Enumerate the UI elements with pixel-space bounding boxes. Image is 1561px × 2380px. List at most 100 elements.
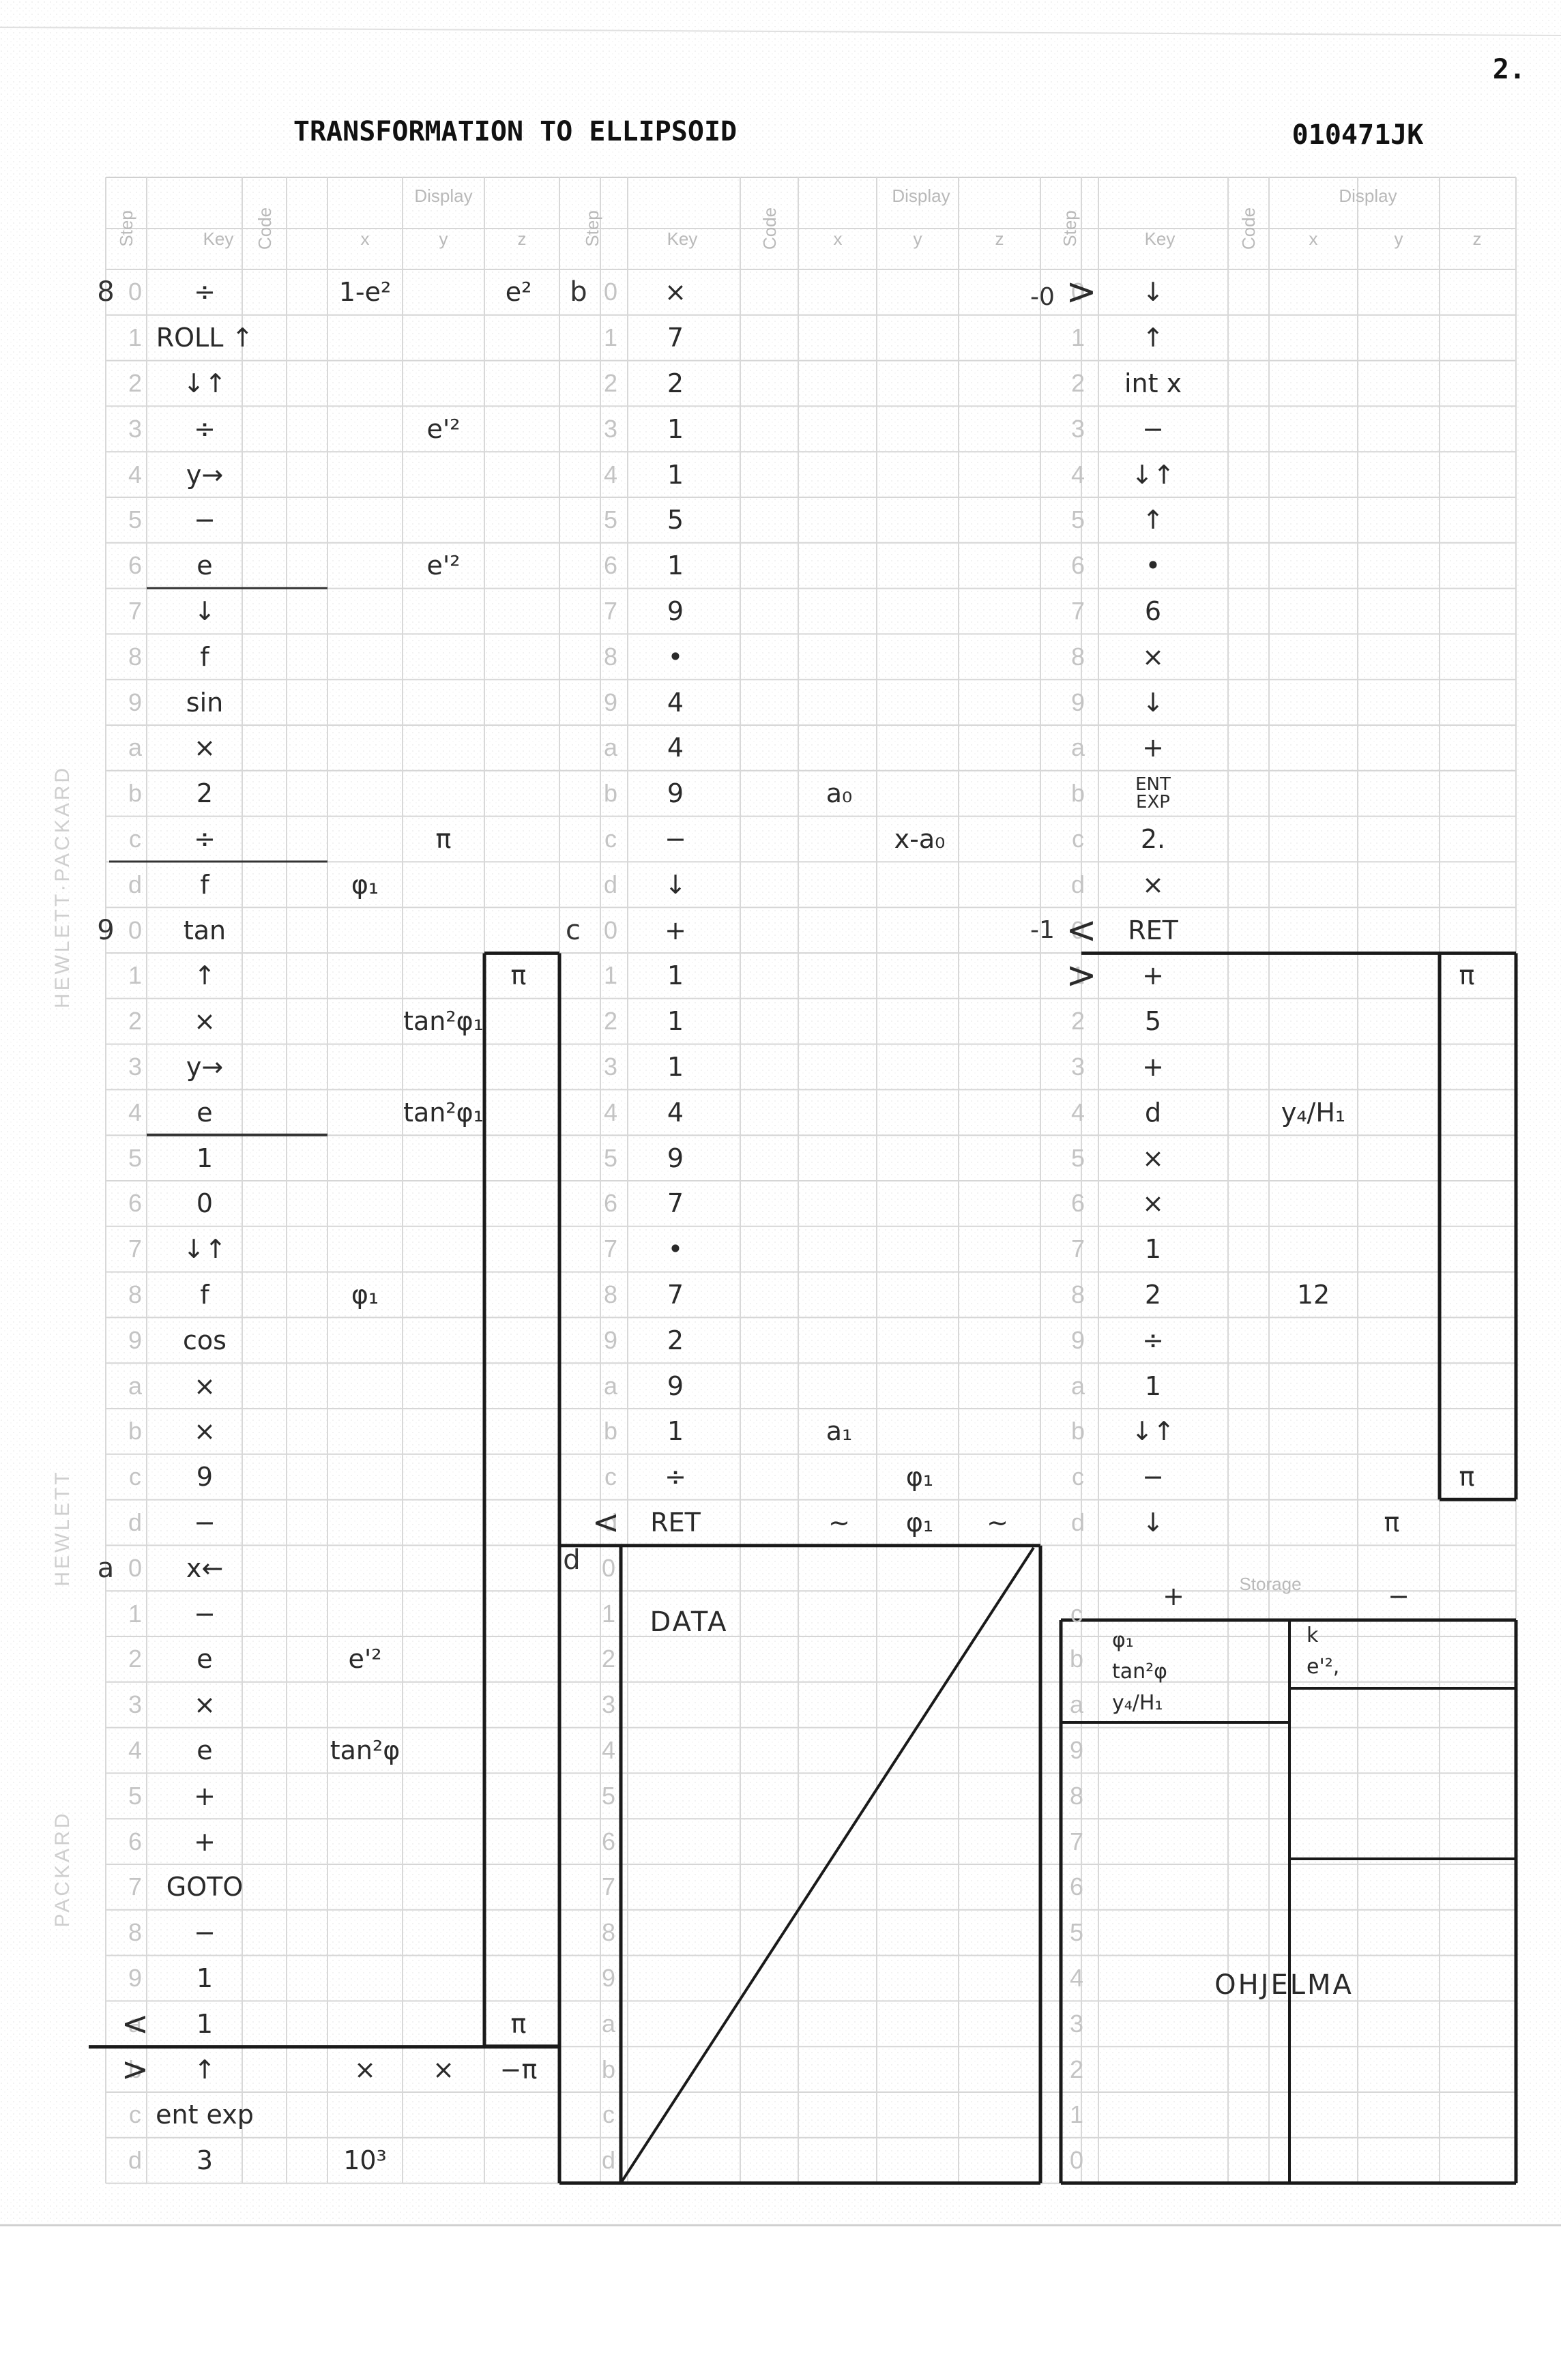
- left-key-29: −: [194, 1598, 216, 1629]
- header-step-2: Step: [1060, 210, 1080, 247]
- mid-step-4: 4: [603, 460, 618, 488]
- right-step-18: 4: [1070, 1098, 1085, 1126]
- mid-key-24: 9: [667, 1370, 684, 1401]
- header-key-2: Key: [1144, 229, 1176, 249]
- mid-step-23: 9: [603, 1325, 618, 1354]
- left-step-27: d: [128, 1508, 143, 1536]
- mid-key-26: ÷: [665, 1462, 686, 1493]
- mid-key-4: 1: [667, 459, 684, 490]
- mid-ret-mark: <: [592, 1503, 620, 1542]
- left-step-8: 8: [128, 642, 143, 671]
- left-step-20: 6: [128, 1189, 143, 1218]
- storage-left-1: tan²φ: [1112, 1660, 1167, 1684]
- data-step-13: d: [601, 2146, 616, 2175]
- mid-key-12: −: [665, 824, 686, 854]
- right-step-21: 7: [1070, 1235, 1085, 1263]
- storage-header: Storage: [1239, 1574, 1302, 1594]
- left-x-41: 10³: [343, 2145, 387, 2176]
- mid-step-7: 7: [603, 597, 618, 625]
- right-step-23: 9: [1070, 1325, 1085, 1354]
- right-key-24: 1: [1144, 1370, 1162, 1401]
- left-key-15: ↑: [194, 960, 216, 991]
- mid-step-2: 2: [603, 369, 618, 397]
- data-step-7: 7: [601, 1872, 616, 1901]
- left-key-32: e: [196, 1735, 213, 1765]
- mid-step-26: c: [604, 1463, 617, 1491]
- left-step-7: 7: [128, 597, 143, 625]
- right-step-7: 7: [1070, 597, 1085, 625]
- mid-step-22: 8: [603, 1280, 618, 1308]
- right-step-22: 8: [1070, 1280, 1085, 1308]
- mid-key-15: 1: [667, 960, 684, 991]
- left-x-30: e'²: [348, 1644, 382, 1675]
- left-key-30: e: [196, 1644, 213, 1675]
- right-key-10: +: [1142, 733, 1164, 763]
- right-key-12: 2.: [1140, 824, 1166, 854]
- left-key-12: ÷: [194, 824, 216, 854]
- left-key-18: e: [196, 1097, 213, 1128]
- mid-x-11: a₀: [826, 778, 853, 809]
- right-key-20: ×: [1142, 1188, 1164, 1219]
- header-key-0: Key: [203, 229, 234, 249]
- left-step-19: 5: [128, 1143, 143, 1172]
- left-step-15: 1: [128, 961, 143, 990]
- left-step-3: 3: [128, 414, 143, 443]
- left-group-8: 8: [97, 276, 115, 308]
- right-step-17: 3: [1070, 1053, 1085, 1081]
- right-key-17: +: [1142, 1052, 1164, 1082]
- mid-key-7: 9: [667, 596, 684, 626]
- program-label: OHJELMA: [1214, 1969, 1354, 2001]
- mid-step-10: a: [603, 733, 618, 762]
- mid-y-26: φ₁: [905, 1462, 934, 1493]
- header-code-2: Code: [1238, 207, 1259, 250]
- left-key-39: ↑: [194, 2054, 216, 2085]
- left-step-37: 9: [128, 1964, 143, 1992]
- right-key-16: 5: [1144, 1006, 1162, 1037]
- left-key-26: 9: [196, 1462, 214, 1493]
- right-step-8: 8: [1070, 642, 1085, 671]
- data-step-3: 3: [601, 1690, 616, 1719]
- right-key-23: ÷: [1142, 1325, 1164, 1355]
- data-step-5: 5: [601, 1781, 616, 1810]
- page-edge-line: [0, 27, 1561, 36]
- left-key-11: 2: [196, 778, 214, 809]
- mid-key-25: 1: [667, 1416, 684, 1447]
- header-step-1: Step: [582, 210, 602, 247]
- left-step-4: 4: [128, 460, 143, 488]
- left-x-39: ×: [354, 2054, 376, 2085]
- left-x-13: φ₁: [351, 869, 379, 900]
- right-step-9: 9: [1070, 688, 1085, 716]
- left-key-4: y→: [186, 459, 224, 490]
- right-key-13: ×: [1142, 869, 1164, 900]
- left-key-33: +: [194, 1780, 216, 1811]
- header-x-1: x: [833, 229, 843, 249]
- storage-step-9: 3: [1069, 2009, 1084, 2038]
- left-key-23: cos: [183, 1325, 227, 1355]
- right-step-19: 5: [1070, 1143, 1085, 1172]
- mid-step-19: 5: [603, 1143, 618, 1172]
- right-lt-1: <: [1066, 908, 1097, 952]
- mid-y-27: φ₁: [905, 1508, 934, 1538]
- left-key-10: ×: [194, 733, 216, 763]
- right-gt-0: >: [1066, 270, 1097, 314]
- mid-step-9: 9: [603, 688, 618, 716]
- left-step-32: 4: [128, 1736, 143, 1764]
- mid-key-2: 2: [667, 368, 684, 398]
- left-z-15: π: [510, 960, 527, 991]
- left-x-22: φ₁: [351, 1280, 379, 1310]
- left-group-9: 9: [97, 914, 115, 946]
- left-step-33: 5: [128, 1781, 143, 1810]
- right-key-26: −: [1142, 1462, 1164, 1493]
- side-brand-2: HEWLETT: [51, 1469, 74, 1587]
- right-step-6: 6: [1070, 551, 1085, 580]
- mid-step-24: a: [603, 1371, 618, 1400]
- left-step-13: d: [128, 870, 143, 898]
- right-key-21: 1: [1144, 1234, 1162, 1265]
- right-step-13: d: [1070, 870, 1085, 898]
- program-code: 010471JK: [1292, 119, 1424, 151]
- mid-step-3: 3: [603, 414, 618, 443]
- mid-key-14: +: [665, 915, 686, 945]
- mid-key-16: 1: [667, 1006, 684, 1037]
- left-key-37: 1: [196, 1963, 214, 1993]
- left-key-7: ↓: [194, 596, 216, 626]
